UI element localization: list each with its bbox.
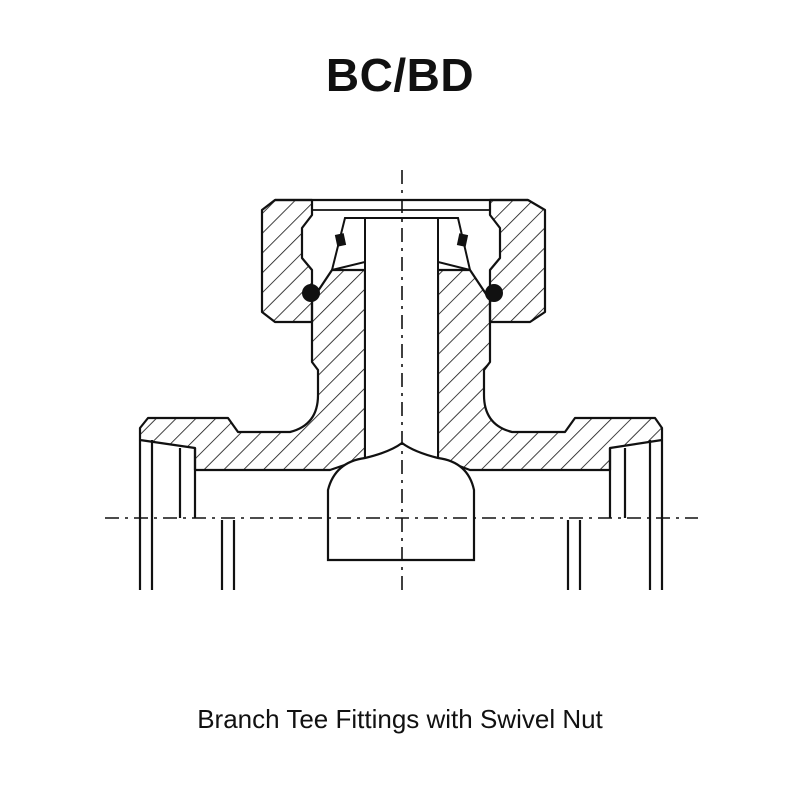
swivel-nut-right (488, 198, 547, 324)
o-ring-right (485, 284, 503, 302)
backup-ring-left (334, 233, 347, 247)
o-ring-left (302, 284, 320, 302)
run-bore-right (566, 440, 664, 590)
diagram-caption: Branch Tee Fittings with Swivel Nut (197, 704, 603, 734)
cavity-lower (326, 520, 476, 562)
diagram-title: BC/BD (325, 49, 475, 101)
run-bore-left (138, 440, 236, 590)
backup-ring-right (456, 233, 469, 247)
tee-body-right (436, 268, 664, 472)
swivel-nut-left (260, 198, 314, 324)
tee-body-left (138, 268, 367, 472)
